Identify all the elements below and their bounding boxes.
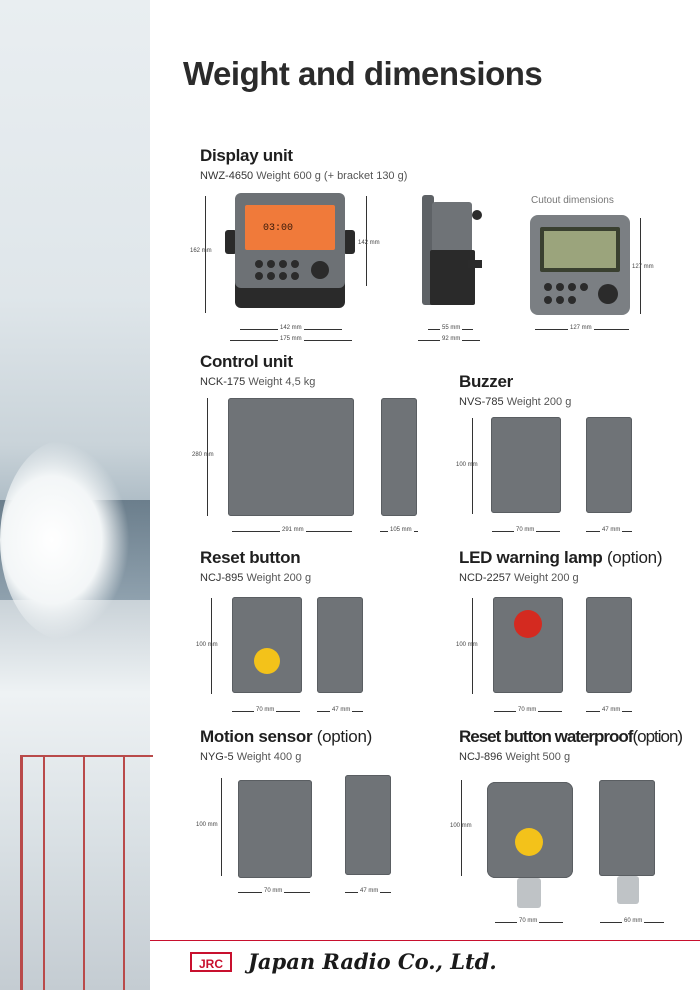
display-depth-inner: 55 mm <box>440 325 463 331</box>
reset-button-height: 100 mm <box>196 642 218 648</box>
control-unit-height: 280 mm <box>192 452 214 458</box>
display-height-right: 142 mm <box>358 240 380 246</box>
reset-waterproof-option: (option) <box>632 727 683 746</box>
dim-line <box>207 398 208 516</box>
led-lamp-depth: 47 mm <box>600 707 623 713</box>
display-unit-model: NWZ-4650 <box>200 170 254 182</box>
wave-splash-image <box>0 440 130 640</box>
cutout-height: 127 mm <box>632 264 654 270</box>
cutout-label: Cutout dimensions <box>531 195 614 206</box>
buzzer-width: 70 mm <box>514 527 537 533</box>
reset-waterproof-title-wrap: Reset button waterproof(option) <box>459 727 683 747</box>
control-unit-title: Control unit <box>200 352 293 371</box>
footer-divider <box>150 940 700 941</box>
reset-waterproof-title: Reset button waterproof <box>459 727 633 746</box>
motion-sensor-side-image <box>345 775 391 875</box>
buzzer-model: NVS-785 <box>459 396 504 408</box>
control-unit-side-image <box>381 398 417 516</box>
motion-sensor-front-image <box>238 780 312 878</box>
dim-line <box>211 598 212 694</box>
reset-waterproof-side-gland-image <box>617 876 639 904</box>
reset-button-width: 70 mm <box>254 707 277 713</box>
buzzer-side-image <box>586 417 632 513</box>
led-lamp-height: 100 mm <box>456 642 478 648</box>
reset-button-yellow-image <box>254 648 280 674</box>
led-lamp-title-wrap: LED warning lamp (option) <box>459 548 662 568</box>
motion-sensor-weight: Weight 400 g <box>236 751 302 763</box>
buzzer-spec: NVS-785 Weight 200 g <box>459 396 571 408</box>
display-unit-weight: Weight 600 g (+ bracket 130 g) <box>256 170 408 182</box>
display-height-left: 162 mm <box>190 248 212 254</box>
reset-waterproof-side-image <box>599 780 655 876</box>
display-unit-spec: NWZ-4650 Weight 600 g (+ bracket 130 g) <box>200 170 407 182</box>
control-unit-front-image <box>228 398 354 516</box>
motion-sensor-spec: NYG-5 Weight 400 g <box>200 751 301 763</box>
reset-waterproof-spec: NCJ-896 Weight 500 g <box>459 751 570 763</box>
control-unit-depth: 105 mm <box>388 527 414 533</box>
motion-sensor-width: 70 mm <box>262 888 285 894</box>
led-lamp-red-light-image <box>514 610 542 638</box>
dim-line <box>366 196 367 286</box>
dim-line <box>461 780 462 876</box>
led-lamp-title: LED warning lamp <box>459 548 603 567</box>
reset-waterproof-depth: 60 mm <box>622 918 645 924</box>
led-lamp-weight: Weight 200 g <box>514 572 579 584</box>
display-unit-title: Display unit <box>200 146 293 165</box>
buzzer-height: 100 mm <box>456 462 478 468</box>
led-lamp-option: (option) <box>606 548 663 567</box>
dim-line <box>205 196 206 313</box>
display-unit-side-image <box>422 195 482 305</box>
reset-button-spec: NCJ-895 Weight 200 g <box>200 572 311 584</box>
display-screen-time: 03:00 <box>263 223 293 234</box>
display-depth-outer: 92 mm <box>440 336 463 342</box>
reset-waterproof-width: 70 mm <box>517 918 540 924</box>
motion-sensor-option: (option) <box>316 727 373 746</box>
display-width-inner: 142 mm <box>278 325 304 331</box>
motion-sensor-height: 100 mm <box>196 822 218 828</box>
display-width-outer: 175 mm <box>278 336 304 342</box>
reset-waterproof-gland-image <box>517 878 541 908</box>
reset-button-weight: Weight 200 g <box>246 572 312 584</box>
reset-button-model: NCJ-895 <box>200 572 244 584</box>
reset-button-title: Reset button <box>200 548 301 567</box>
buzzer-depth: 47 mm <box>600 527 623 533</box>
led-lamp-spec: NCD-2257 Weight 200 g <box>459 572 579 584</box>
buzzer-front-image <box>491 417 561 513</box>
cutout-width: 127 mm <box>568 325 594 331</box>
ship-railing-image <box>20 755 153 990</box>
reset-button-front-image <box>232 597 302 693</box>
dim-line <box>472 418 473 514</box>
led-lamp-side-image <box>586 597 632 693</box>
motion-sensor-title: Motion sensor <box>200 727 313 746</box>
display-unit-front-image: 03:00 <box>225 193 355 308</box>
buzzer-title: Buzzer <box>459 372 513 391</box>
company-name-logo: Japan Radio Co., Ltd. <box>248 949 497 974</box>
sidebar-photo <box>0 0 153 990</box>
page-title: Weight and dimensions <box>183 55 543 92</box>
reset-waterproof-yellow-image <box>515 828 543 856</box>
led-lamp-width: 70 mm <box>516 707 539 713</box>
jrc-logo: JRC <box>190 952 232 972</box>
motion-sensor-depth: 47 mm <box>358 888 381 894</box>
dim-line <box>472 598 473 694</box>
control-unit-width: 291 mm <box>280 527 306 533</box>
reset-waterproof-weight: Weight 500 g <box>505 751 571 763</box>
control-unit-model: NCK-175 <box>200 376 246 388</box>
reset-waterproof-height: 100 mm <box>450 823 472 829</box>
motion-sensor-model: NYG-5 <box>200 751 234 763</box>
reset-waterproof-model: NCJ-896 <box>459 751 503 763</box>
led-lamp-model: NCD-2257 <box>459 572 511 584</box>
dim-line <box>221 778 222 876</box>
reset-button-side-image <box>317 597 363 693</box>
control-unit-spec: NCK-175 Weight 4,5 kg <box>200 376 315 388</box>
display-unit-cutout-image <box>530 215 630 315</box>
buzzer-weight: Weight 200 g <box>506 396 572 408</box>
reset-button-depth: 47 mm <box>330 707 353 713</box>
dim-line <box>640 218 641 314</box>
control-unit-weight: Weight 4,5 kg <box>248 376 316 388</box>
motion-sensor-title-wrap: Motion sensor (option) <box>200 727 372 747</box>
